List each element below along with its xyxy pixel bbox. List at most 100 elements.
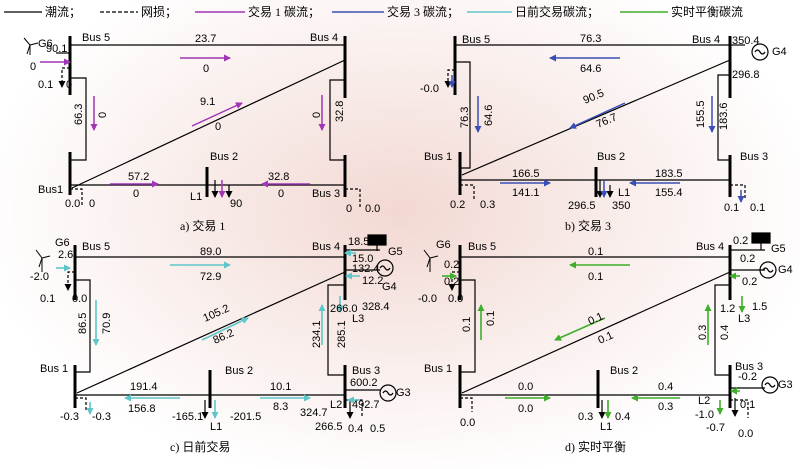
value-l14-flow: 105.2 [201, 303, 231, 325]
label-bus4: Bus 4 [692, 34, 720, 46]
value-b5-loss: 0.1 [40, 293, 55, 305]
label-bus3: Bus 3 [740, 151, 768, 163]
value-l12-flow: 57.2 [128, 171, 149, 183]
label-l3: L3 [738, 313, 750, 325]
value-b1-loss: 0.0 [65, 198, 80, 210]
label-bus2: Bus 2 [210, 151, 238, 163]
value-l45-flow: 76.3 [580, 33, 601, 45]
value-b1-a: -0.3 [60, 411, 79, 423]
value-b5-loss2: 0.0 [72, 293, 87, 305]
value-g4-a: 0.2 [740, 253, 755, 265]
value-l41-flow: 0.1 [586, 311, 605, 328]
value-l32-flow: 0.4 [658, 381, 673, 393]
panel-c [35, 234, 397, 419]
value-g5-b: 132.4 [352, 263, 380, 275]
value-g6: 2.6 [58, 249, 73, 261]
value-l43-carbon: 285.1 [336, 320, 348, 348]
value-l1: 350 [612, 200, 630, 212]
generator-icon [376, 259, 394, 277]
value-l1-b: 0.4 [615, 411, 630, 423]
label-bus5: Bus 5 [468, 241, 496, 253]
value-l43-carbon: 0.4 [719, 325, 731, 340]
wind-turbine-icon [35, 249, 51, 272]
value-l12-flow: 166.5 [512, 168, 540, 180]
label-bus2: Bus 2 [225, 365, 253, 377]
label-bus4: Bus 4 [312, 241, 340, 253]
label-l2: L2 [330, 399, 342, 411]
value-l12-carbon: 141.1 [512, 187, 540, 199]
generator-icon [761, 376, 779, 394]
label-bus1: Bus1 [38, 184, 63, 196]
label-l1: L1 [210, 421, 222, 433]
value-b1-carbon: 0 [89, 198, 95, 210]
caption-d: d) 实时平衡 [565, 439, 626, 454]
label-bus5: Bus 5 [82, 32, 110, 44]
label-g4: G4 [778, 264, 793, 276]
value-b1-b: -0.3 [92, 411, 111, 423]
label-g6: G6 [55, 237, 70, 249]
label-bus2: Bus 2 [610, 365, 638, 377]
panel-a [23, 36, 361, 207]
value-l15-flow: 86.5 [77, 313, 89, 334]
value-b1-a: 0.2 [450, 199, 465, 211]
value-l14-carbon: 86.2 [211, 327, 235, 347]
solar-panel-icon [367, 234, 387, 251]
value-l51-flow: 76.3 [459, 107, 471, 128]
caption-c: c) 日前交易 [170, 439, 230, 454]
panel-c-labels: G6 Bus 5 Bus 4 Bus 1 Bus 2 Bus 3 G5 G4 G… [30, 236, 411, 454]
value-l51-carbon: 0.1 [485, 311, 497, 326]
label-l2: L2 [698, 395, 710, 407]
value-l41-carbon: 0.1 [596, 330, 615, 347]
value-g4-b: 0.2 [742, 276, 757, 288]
value-l41-flow: 90.5 [581, 87, 605, 106]
label-g5: G5 [388, 246, 403, 258]
value-b5-loss: 0.1 [38, 79, 53, 91]
value-l3-b: 328.4 [362, 301, 390, 313]
value-g3-b: 492.7 [352, 399, 380, 411]
label-bus3: Bus 3 [312, 188, 340, 200]
value-l12-carbon: 156.8 [128, 403, 156, 415]
value-l15-flow: 66.3 [73, 104, 85, 125]
value-g3-a: -0.2 [738, 371, 757, 383]
generator-icon [751, 43, 769, 61]
value-b5-loss: -0.0 [418, 293, 437, 305]
legend: 潮流； 网损； 交易 1 碳流； 交易 3 碳流； 日前交易碳流； 实时平衡碳流 [4, 4, 743, 19]
value-g5-a: 15.0 [352, 253, 373, 265]
panel-b-labels: Bus 5 Bus 4 Bus 1 Bus 2 Bus 3 L1 G4 350.… [420, 33, 787, 233]
panel-d-labels: G6 Bus 5 Bus 4 Bus 1 Bus 2 Bus 3 G5 G4 G… [418, 235, 793, 454]
label-g5: G5 [771, 243, 786, 255]
value-b3-b: 0.0 [365, 203, 380, 215]
value-l12-flow: 191.4 [130, 381, 158, 393]
label-bus3: Bus 3 [352, 365, 380, 377]
value-l1: 90 [230, 198, 242, 210]
label-bus5: Bus 5 [82, 241, 110, 253]
value-l43-carbon: 0 [311, 112, 323, 118]
value-b3-b: 0.5 [370, 423, 385, 435]
panel-a-labels: G6 Bus 5 Bus 4 Bus1 Bus 2 Bus 3 L1 90.1 … [30, 32, 380, 233]
panel-d [423, 232, 779, 419]
value-l54-flow: 23.7 [195, 33, 216, 45]
value-b5-mid: 0.2 [444, 276, 459, 288]
value-b3-a: 0.4 [348, 423, 363, 435]
value-l2-b: -0.7 [706, 422, 725, 434]
label-l1: L1 [190, 191, 202, 203]
panel-b [444, 36, 769, 203]
legend-dayahead: 日前交易碳流； [515, 4, 599, 19]
value-l43-flow: 234.1 [311, 320, 323, 348]
value-l32-flow: 32.8 [268, 171, 289, 183]
value-l54-carbon: 72.9 [200, 271, 221, 283]
label-g4: G4 [772, 46, 787, 58]
value-b3-a: 0 [346, 203, 352, 215]
value-l43-flow: 155.5 [695, 100, 707, 128]
label-g4: G4 [382, 281, 397, 293]
value-l12-carbon: 0.0 [518, 403, 533, 415]
value-l45-carbon: 64.6 [580, 63, 601, 75]
value-l3-b: 1.5 [752, 301, 767, 313]
value-g4-below: 296.8 [732, 69, 760, 81]
value-b5-loss2: 0 [66, 79, 72, 91]
value-l14-carbon: 0 [215, 121, 221, 133]
value-g3: 600.2 [350, 377, 378, 389]
value-l12-carbon: 0 [133, 188, 139, 200]
